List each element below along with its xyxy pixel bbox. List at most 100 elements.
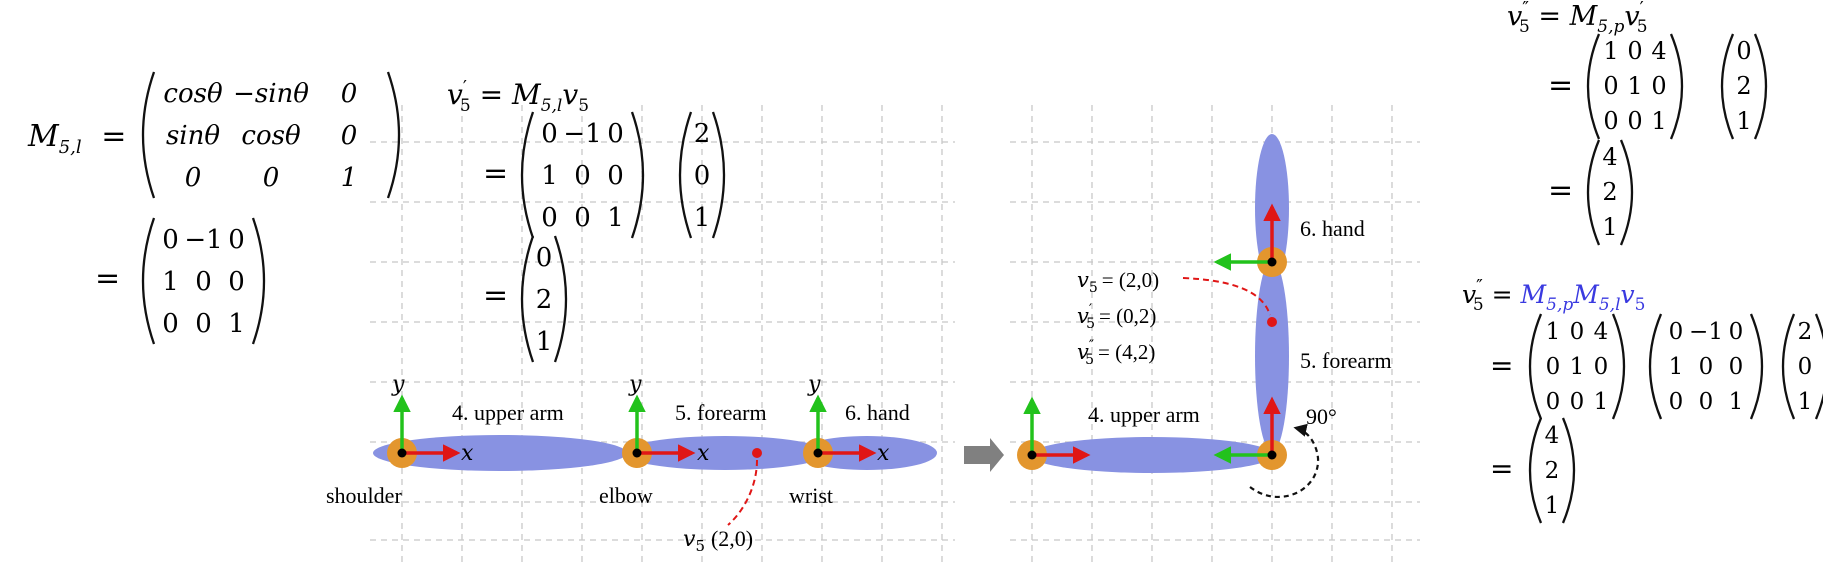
elbow-origin-r xyxy=(1267,450,1277,460)
vdp-trans-matrix-rparen xyxy=(1669,33,1684,140)
combined-v5-vector-rparen xyxy=(1814,313,1823,420)
shoulder-origin-r xyxy=(1027,450,1037,460)
vprime-rot-matrix-cell: 1 xyxy=(541,161,558,191)
m5l-eq2: = xyxy=(95,261,120,296)
vdp-result-vector-rparen xyxy=(1619,139,1634,246)
combined-trans-matrix-cell: 0 xyxy=(1570,319,1585,345)
vprime-result-vector-lparen xyxy=(520,235,535,363)
combined-v5-vector-cell: 2 xyxy=(1798,319,1813,345)
combined-rot-matrix-rparen xyxy=(1749,313,1764,420)
shoulder-label: shoulder xyxy=(326,483,402,508)
combined-result-vector-cell: 2 xyxy=(1545,458,1560,484)
combined-eq2: = xyxy=(1490,349,1513,382)
combined-rot-matrix-cell: 0 xyxy=(1699,389,1714,415)
vdp-result-vector-cell: 2 xyxy=(1602,178,1617,206)
combined-result-vector-cell: 1 xyxy=(1545,493,1560,519)
grid-left xyxy=(370,105,955,565)
vdp-trans-matrix-cell: 0 xyxy=(1603,107,1618,135)
combined-rot-matrix-cell: 0 xyxy=(1669,319,1684,345)
combined-rot-matrix-cell: −1 xyxy=(1689,319,1723,345)
vprime-rot-matrix-cell: 0 xyxy=(574,161,591,191)
combined-trans-matrix-lparen xyxy=(1528,313,1543,420)
vprime-result-vector-cell: 0 xyxy=(536,243,553,273)
vdp-trans-matrix-cell: 0 xyxy=(1627,37,1642,65)
vprime-rot-matrix-cell: 0 xyxy=(541,203,558,233)
vdp-trans-matrix-cell: 1 xyxy=(1651,107,1666,135)
shoulder-y-label: y xyxy=(391,372,405,397)
rotation-90-matrix-cell: 1 xyxy=(162,267,179,297)
vdp-vprime-vector-cell: 2 xyxy=(1736,72,1751,100)
combined-rot-matrix-cell: 0 xyxy=(1729,319,1744,345)
combined-trans-matrix-cell: 4 xyxy=(1594,319,1609,345)
rotation-90-matrix-cell: 1 xyxy=(228,309,245,339)
wrist-x-label: x xyxy=(877,441,890,466)
combined-trans-matrix-cell: 0 xyxy=(1594,354,1609,380)
vdp-result-vector-cell: 1 xyxy=(1602,213,1617,241)
rotation-90-matrix-lparen xyxy=(141,217,156,345)
vprime-v5-vector-cell: 2 xyxy=(694,119,711,149)
vprime-rot-matrix-cell: 1 xyxy=(607,203,624,233)
rotation-matrix-cell: 0 xyxy=(185,163,202,193)
vprime-rot-matrix-cell: 0 xyxy=(574,203,591,233)
upper-arm-label: 4. upper arm xyxy=(452,400,564,425)
point-v5-label: v5(2,0) xyxy=(683,526,753,555)
rotation-matrix-cell: 0 xyxy=(341,79,358,109)
rotation-90-matrix-cell: 0 xyxy=(228,267,245,297)
vdp-result-vector-cell: 4 xyxy=(1602,143,1617,171)
rotation-90-matrix-cell: 0 xyxy=(195,309,212,339)
combined-rot-matrix-cell: 0 xyxy=(1699,354,1714,380)
rotation-matrix-rparen xyxy=(386,71,401,199)
rotation-matrix-cell: 0 xyxy=(341,121,358,151)
vprime-rot-matrix-cell: 0 xyxy=(541,119,558,149)
rotation-90-matrix-cell: −1 xyxy=(184,225,222,255)
wrist-origin xyxy=(813,448,823,458)
combined-result-vector-cell: 4 xyxy=(1545,423,1560,449)
wrist-y-label: y xyxy=(807,372,821,397)
vdp-result-vector-lparen xyxy=(1586,139,1601,246)
vprime-v5-vector-cell: 0 xyxy=(694,161,711,191)
combined-result-vector-rparen xyxy=(1561,417,1576,524)
combined-trans-matrix-cell: 0 xyxy=(1546,389,1561,415)
shoulder-origin xyxy=(397,448,407,458)
vdp-eq-lhs: v″5 = M5,pv′5 xyxy=(1507,0,1648,37)
combined-trans-matrix-cell: 0 xyxy=(1570,389,1585,415)
rotation-arc xyxy=(1249,423,1320,498)
rotation-matrix-cell: 1 xyxy=(341,163,358,193)
combined-trans-matrix-rparen xyxy=(1611,313,1626,420)
vprime-eq2: = xyxy=(483,156,508,191)
rotation-matrix-cell: cosθ xyxy=(241,121,301,151)
vdp-vprime-vector-rparen xyxy=(1753,33,1768,140)
upper-arm-bone xyxy=(373,435,627,471)
elbow-origin xyxy=(632,448,642,458)
vprime-eq3: = xyxy=(483,278,508,313)
vdp-trans-matrix-lparen xyxy=(1586,33,1601,140)
combined-eq-lhs: v″5 = M5,pM5,lv5 xyxy=(1462,276,1645,315)
rotation-angle-label: 90° xyxy=(1306,404,1337,429)
forearm-bone xyxy=(623,436,827,470)
vdp-trans-matrix-cell: 1 xyxy=(1603,37,1618,65)
vprime-result-vector-cell: 2 xyxy=(536,285,553,315)
grid-right xyxy=(1010,105,1420,565)
vprime-v5-vector-rparen xyxy=(711,111,726,239)
point-v5-rotated xyxy=(1267,317,1277,327)
point-v5-rotated-leader xyxy=(1182,277,1271,316)
combined-v5-vector-cell: 0 xyxy=(1798,354,1813,380)
vprime-result-vector-rparen xyxy=(553,235,568,363)
vprime-result-vector-cell: 1 xyxy=(536,327,553,357)
right-arm: 90° 4. upper arm 5. forearm 6. hand v5= … xyxy=(1017,134,1392,498)
vprime-rot-matrix-lparen xyxy=(520,111,535,239)
upper-arm-bone-r xyxy=(1030,437,1274,473)
vprime-v5-vector-cell: 1 xyxy=(694,203,711,233)
vdp-trans-matrix-cell: 0 xyxy=(1651,72,1666,100)
rotation-matrix-cell: −sinθ xyxy=(233,79,309,109)
rotation-90-matrix-cell: 0 xyxy=(228,225,245,255)
combined-rot-matrix-lparen xyxy=(1648,313,1663,420)
vdp-trans-matrix-cell: 4 xyxy=(1651,37,1666,65)
vdp-vprime-vector-cell: 1 xyxy=(1736,107,1751,135)
upper-arm-label-r: 4. upper arm xyxy=(1088,402,1200,427)
vprime-eq-lhs: v′5 = M5,lv5 xyxy=(447,77,589,116)
vprime-rot-matrix-rparen xyxy=(630,111,645,239)
